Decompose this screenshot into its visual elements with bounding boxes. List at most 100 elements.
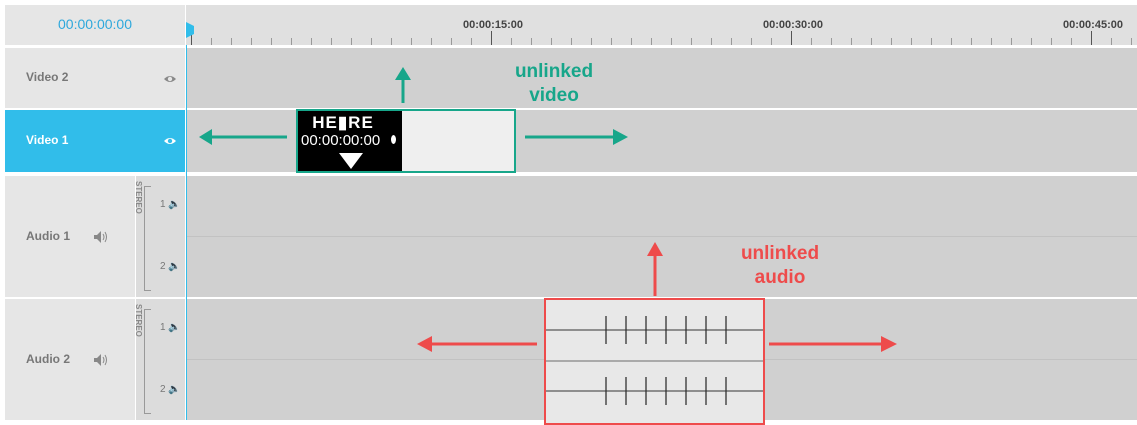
track-lane-audio-1-ch2[interactable] — [187, 237, 1137, 297]
ruler-tick — [551, 38, 552, 45]
thumbnail-dot — [391, 135, 396, 144]
track-header-audio-1[interactable]: Audio 1 — [5, 176, 135, 297]
ruler-tick — [431, 38, 432, 45]
annotation-line: unlinked — [740, 243, 820, 264]
ruler-tick — [271, 38, 272, 45]
channel-bracket — [144, 186, 151, 291]
track-group-separator — [5, 172, 1137, 176]
ruler-tick — [331, 38, 332, 45]
ruler-tick — [371, 38, 372, 45]
ruler-tick — [931, 38, 932, 45]
ruler-tick — [691, 38, 692, 45]
annotation-line: audio — [754, 267, 806, 288]
channel-2-label: 2 🔈 — [160, 261, 181, 272]
ruler-tick — [1091, 31, 1092, 45]
stereo-channel-header: STEREO 1 🔈 2 🔈 — [134, 299, 185, 420]
thumbnail-timecode: 00:00:00:00 — [301, 132, 381, 149]
ruler-tick — [831, 38, 832, 45]
ruler-tick — [491, 31, 492, 45]
ruler-tick — [211, 38, 212, 45]
channel-divider — [187, 236, 1137, 237]
waveform-ch2 — [546, 377, 763, 405]
ruler-tick — [511, 38, 512, 45]
track-header-video-2[interactable]: Video 2 — [5, 48, 185, 108]
track-name: Audio 1 — [26, 229, 70, 243]
ruler-tick — [911, 38, 912, 45]
time-ruler[interactable]: 00:00:15:00 00:00:30:00 00:00:45:00 — [186, 5, 1137, 45]
ruler-tick — [531, 38, 532, 45]
ruler-tick — [611, 38, 612, 45]
ruler-tick — [291, 38, 292, 45]
current-timecode: 00:00:00:00 — [58, 16, 132, 32]
ruler-tick — [1071, 38, 1072, 45]
ruler-tick — [851, 38, 852, 45]
track-lane-audio-1-ch1[interactable] — [187, 176, 1137, 236]
track-header-audio-2[interactable]: Audio 2 — [5, 299, 135, 420]
audio-clip[interactable] — [544, 298, 765, 425]
ruler-tick — [311, 38, 312, 45]
arrow-icon — [647, 242, 663, 256]
ruler-label: 00:00:45:00 — [1063, 19, 1123, 31]
timecode-display: 00:00:00:00 — [5, 5, 185, 45]
ruler-tick — [771, 38, 772, 45]
channel-bracket — [144, 309, 151, 414]
video-clip[interactable]: HE▮RE 00:00:00:00 — [296, 109, 516, 173]
annotation-unlinked-audio: unlinked audio — [720, 242, 840, 290]
eye-icon[interactable] — [163, 72, 177, 86]
channel-divider — [546, 360, 763, 362]
ruler-tick — [891, 38, 892, 45]
ruler-tick — [591, 38, 592, 45]
ruler-tick — [631, 38, 632, 45]
ruler-tick — [571, 38, 572, 45]
arrow-icon — [199, 129, 212, 145]
ruler-tick — [791, 31, 792, 45]
ruler-tick — [811, 38, 812, 45]
arrow-icon — [417, 336, 432, 352]
waveform-ch1 — [546, 316, 763, 344]
thumbnail-title: HE▮RE — [312, 113, 374, 132]
ruler-tick — [391, 38, 392, 45]
ruler-tick — [671, 38, 672, 45]
track-lane-video-2[interactable] — [187, 48, 1137, 108]
ruler-tick — [1111, 38, 1112, 45]
ruler-tick — [231, 38, 232, 45]
ruler-tick — [1131, 38, 1132, 45]
ruler-tick — [471, 38, 472, 45]
playhead-line[interactable] — [186, 45, 187, 420]
ruler-tick — [1051, 38, 1052, 45]
channel-1-label: 1 🔈 — [160, 322, 181, 333]
ruler-tick — [871, 38, 872, 45]
channel-1-label: 1 🔈 — [160, 199, 181, 210]
speaker-icon[interactable] — [93, 353, 109, 367]
stereo-channel-header: STEREO 1 🔈 2 🔈 — [134, 176, 185, 297]
thumbnail-down-arrow-icon — [339, 153, 363, 169]
arrow-icon — [881, 336, 897, 352]
channel-2-label: 2 🔈 — [160, 384, 181, 395]
annotation-line: video — [529, 85, 579, 106]
ruler-tick — [651, 38, 652, 45]
ruler-tick — [711, 38, 712, 45]
ruler-tick — [971, 38, 972, 45]
ruler-tick — [731, 38, 732, 45]
track-header-video-1[interactable]: Video 1 — [5, 110, 185, 172]
ruler-tick — [1031, 38, 1032, 45]
ruler-tick — [451, 38, 452, 45]
clip-thumbnail: HE▮RE 00:00:00:00 — [298, 111, 402, 171]
ruler-tick — [991, 38, 992, 45]
arrow-icon — [395, 67, 411, 80]
ruler-tick — [951, 38, 952, 45]
eye-icon[interactable] — [163, 134, 177, 148]
annotation-unlinked-video: unlinked video — [494, 60, 614, 108]
ruler-tick — [251, 38, 252, 45]
track-name: Video 1 — [26, 133, 69, 147]
playhead-marker[interactable] — [186, 22, 194, 38]
ruler-label: 00:00:30:00 — [763, 19, 823, 31]
track-name: Audio 2 — [26, 352, 70, 366]
speaker-icon[interactable] — [93, 230, 109, 244]
ruler-label: 00:00:15:00 — [463, 19, 523, 31]
ruler-tick — [751, 38, 752, 45]
track-name: Video 2 — [26, 70, 69, 84]
annotation-line: unlinked — [514, 61, 594, 82]
ruler-tick — [351, 38, 352, 45]
